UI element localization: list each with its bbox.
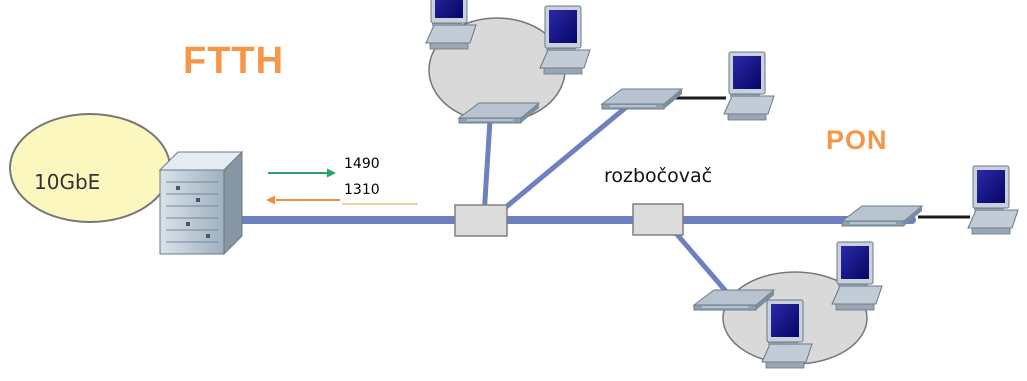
pon-label: PON xyxy=(826,125,888,155)
modem-icon xyxy=(601,88,683,110)
computer-icon xyxy=(425,0,477,50)
fiber-to-lan-bottom xyxy=(665,221,733,299)
computer-icon xyxy=(539,5,591,75)
fiber-to-onu-top xyxy=(497,101,633,215)
splitter-box-icon xyxy=(454,204,508,237)
splitter-box-icon xyxy=(632,203,684,236)
computer-icon xyxy=(967,165,1019,235)
computer-icon xyxy=(831,241,883,311)
splitter-label: rozbočovač xyxy=(604,165,713,187)
server-icon xyxy=(158,150,244,256)
downstream-arrow xyxy=(268,168,336,178)
core-network-label: 10GbE xyxy=(34,170,101,194)
upstream-wavelength-label: 1310 xyxy=(344,182,380,198)
upstream-arrow xyxy=(266,195,340,205)
core-network-cloud xyxy=(9,113,171,223)
computer-icon xyxy=(723,51,775,121)
ftth-title: FTTH xyxy=(183,40,285,82)
downstream-wavelength-label: 1490 xyxy=(344,156,380,172)
fiber-to-lan-top xyxy=(481,117,493,219)
fiber-links xyxy=(226,101,916,299)
